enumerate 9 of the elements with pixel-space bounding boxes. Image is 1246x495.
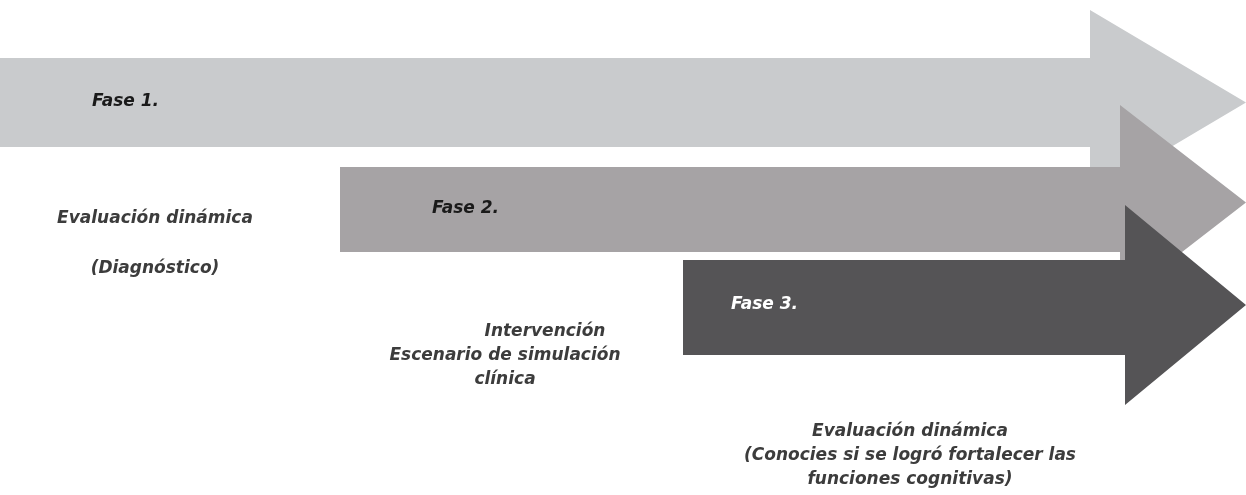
phase-description: Evaluación dinámica bbox=[56, 206, 254, 229]
phase-title: Fase 1. bbox=[92, 90, 159, 110]
phase-description: Intervención bbox=[483, 319, 607, 342]
phase-description: Evaluación dinámica bbox=[811, 419, 1009, 442]
phase-description: (Conocies si se logró fortalecer las funciones cognitivas) bbox=[743, 443, 1077, 490]
phase-title: Fase 3. bbox=[731, 293, 798, 313]
phase-title: Fase 2. bbox=[432, 197, 499, 217]
phase-description: (Diagnóstico) bbox=[89, 256, 221, 279]
phase-description: Escenario de simulación clínica bbox=[388, 343, 622, 390]
